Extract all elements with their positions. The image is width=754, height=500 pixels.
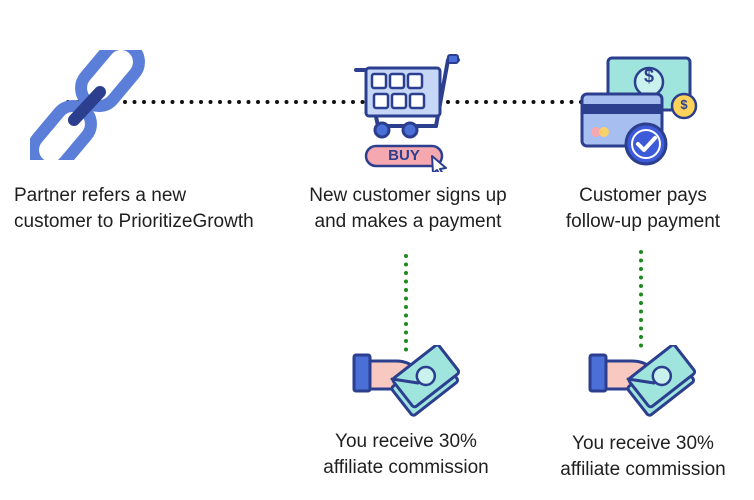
step-1-line-1: Partner refers a new — [14, 185, 187, 206]
step-3-line-2: follow-up payment — [565, 211, 721, 232]
step-1-caption: Partner refers a new customer to Priorit… — [14, 183, 254, 235]
reward-2-caption: You receive 30% affiliate commission — [537, 431, 749, 483]
step-2-caption: New customer signs up and makes a paymen… — [292, 183, 524, 235]
step-1-line-2: customer to PrioritizeGrowth — [14, 211, 254, 232]
reward-1-caption: You receive 30% affiliate commission — [300, 429, 512, 481]
reward-2-line-2: affiliate commission — [560, 459, 726, 480]
step-3-caption: Customer pays follow-up payment — [547, 183, 739, 235]
shopping-cart-icon — [354, 54, 460, 172]
hand-money-icon — [588, 345, 697, 417]
buy-badge-label: BUY — [388, 147, 420, 164]
reward-1-line-1: You receive 30% — [335, 431, 477, 452]
step-3-line-1: Customer pays — [579, 185, 707, 206]
step-2-line-1: New customer signs up — [309, 185, 507, 206]
reward-2-line-1: You receive 30% — [572, 433, 714, 454]
banknote-dollar-sign: $ — [643, 66, 654, 86]
step-2-line-2: and makes a payment — [314, 211, 502, 232]
payment-card-icon — [580, 56, 698, 166]
coin-dollar-sign: $ — [680, 97, 688, 112]
reward-1-line-2: affiliate commission — [323, 457, 489, 478]
chain-link-icon — [30, 50, 145, 160]
hand-money-icon — [352, 345, 461, 417]
